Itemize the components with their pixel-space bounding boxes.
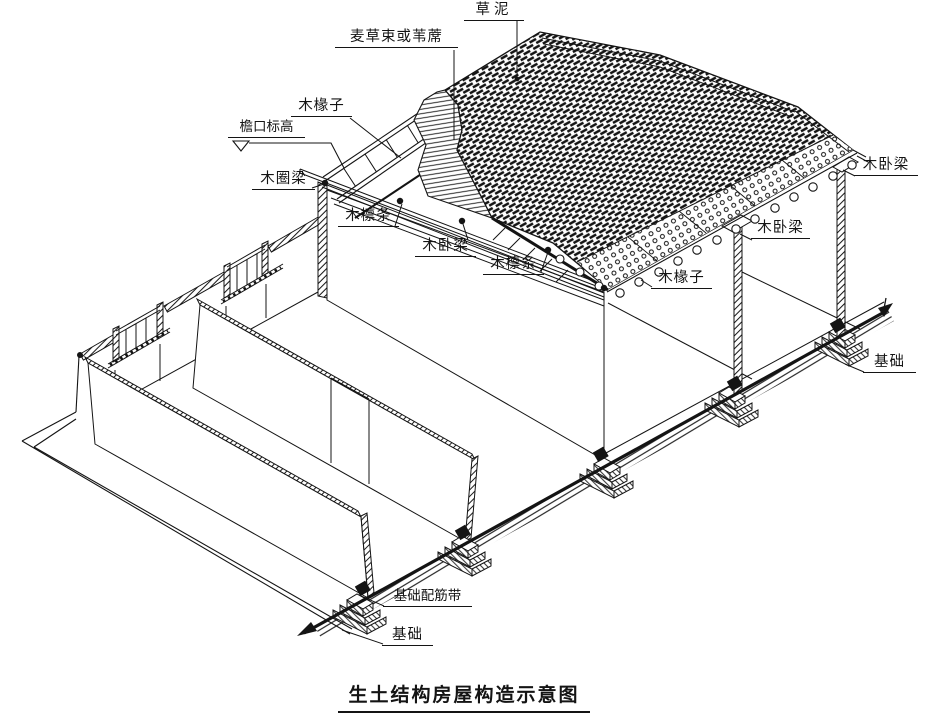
label-grass-mud: 草泥 xyxy=(464,2,524,22)
label-eave-elevation: 檐口标高 xyxy=(228,119,305,139)
wall-section-2 xyxy=(733,223,743,396)
wall-top-beam-lines xyxy=(330,197,605,307)
transverse-wall-sections xyxy=(720,156,859,396)
label-wood-purlin-2: 木檩条 xyxy=(483,256,544,276)
label-wood-sleeper-beam-1: 木卧梁 xyxy=(415,238,476,258)
reed-panel-divisions xyxy=(627,159,805,262)
section-arrow-left-icon xyxy=(297,622,317,636)
eave-overhang-end xyxy=(852,149,869,163)
label-foundation-reinforcement-band: 基础配筋带 xyxy=(383,588,472,608)
eave-beam-line xyxy=(606,152,858,293)
rafter-end-circles xyxy=(555,160,857,298)
label-wood-ring-beam: 木圈梁 xyxy=(252,171,315,191)
foundation-reinforcement-band xyxy=(297,297,893,636)
rafter-tails xyxy=(492,227,569,283)
label-wood-rafter-right: 木椽子 xyxy=(651,270,712,290)
wall-base-joints xyxy=(354,317,846,597)
ridge-cap-lines xyxy=(541,37,796,118)
label-foundation-bottom: 基础 xyxy=(382,627,433,647)
elevation-level-icon xyxy=(231,140,345,169)
section-arrow-right-icon xyxy=(878,303,893,317)
roof-lower-edge xyxy=(491,216,609,292)
right-eave xyxy=(555,149,869,298)
corner-joint-dot xyxy=(77,352,83,358)
grass-mud-roof-surface xyxy=(444,31,855,290)
leader-lines xyxy=(311,21,865,645)
roof xyxy=(413,31,855,292)
floor-junction-line-1 xyxy=(607,302,753,380)
ring-beam-band xyxy=(299,168,605,298)
wall-section-3 xyxy=(836,163,846,338)
label-foundation-right: 基础 xyxy=(863,354,916,374)
label-wood-rafter-left: 木椽子 xyxy=(291,98,352,118)
label-straw-bundle-or-reed-mat: 麦草束或苇蓆 xyxy=(335,29,458,49)
ladder-rungs xyxy=(343,111,440,187)
barge-edge-line xyxy=(794,110,850,153)
doorway-opening xyxy=(330,377,370,484)
label-wood-sleeper-beam-2: 木卧梁 xyxy=(751,220,810,240)
partition-wall-2 xyxy=(192,297,479,543)
floor-slab-apron xyxy=(21,355,353,635)
eave-reed-band xyxy=(577,135,853,289)
label-wood-purlin-1: 木檩条 xyxy=(338,208,399,228)
drawing-title: 生土结构房屋构造示意图 xyxy=(338,680,590,713)
label-wood-sleeper-beam-3: 木卧梁 xyxy=(854,157,918,177)
